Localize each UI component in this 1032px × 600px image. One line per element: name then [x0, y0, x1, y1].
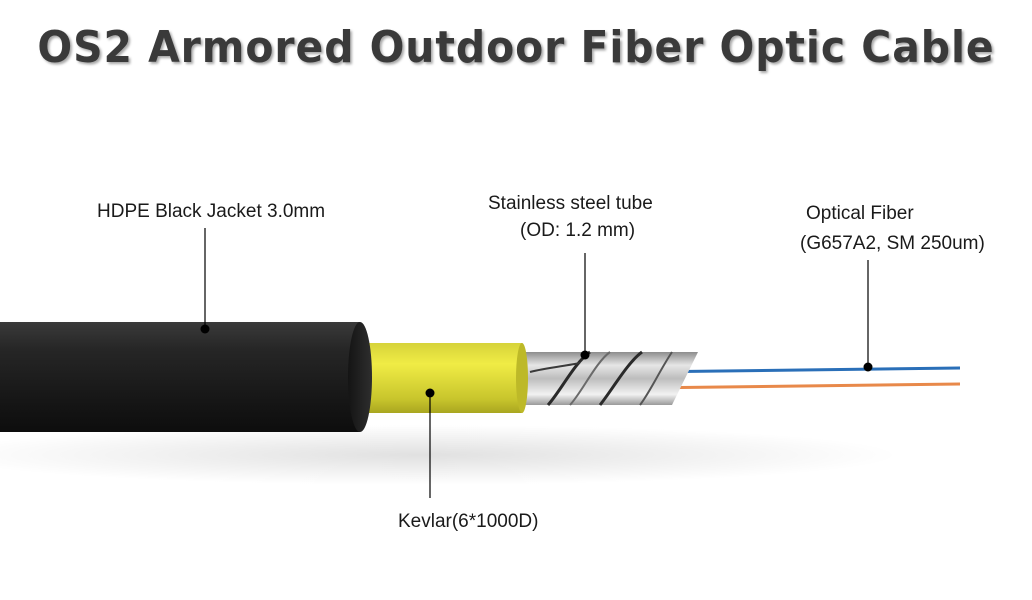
kevlar-layer: [360, 343, 528, 413]
steel-tube: [520, 350, 698, 407]
label-kevlar: Kevlar(6*1000D): [398, 511, 539, 532]
label-steel-tube-line2: (OD: 1.2 mm): [520, 220, 636, 241]
page-title: OS2 Armored Outdoor Fiber Optic Cable: [37, 22, 995, 73]
black-jacket: [0, 322, 372, 432]
fiber-blue: [639, 366, 961, 374]
label-fiber-line2: (G657A2, SM 250um): [800, 233, 985, 254]
label-fiber-line1: Optical Fiber: [806, 203, 914, 224]
label-jacket: HDPE Black Jacket 3.0mm: [97, 201, 326, 222]
label-steel-tube-line1: Stainless steel tube: [488, 193, 653, 214]
leader-fiber: [863, 260, 873, 372]
leader-kevlar: [425, 388, 435, 498]
leader-steel-tube: [580, 253, 590, 360]
cable-shadow: [0, 425, 900, 485]
fiber-orange: [639, 382, 961, 390]
leader-jacket: [200, 228, 210, 334]
